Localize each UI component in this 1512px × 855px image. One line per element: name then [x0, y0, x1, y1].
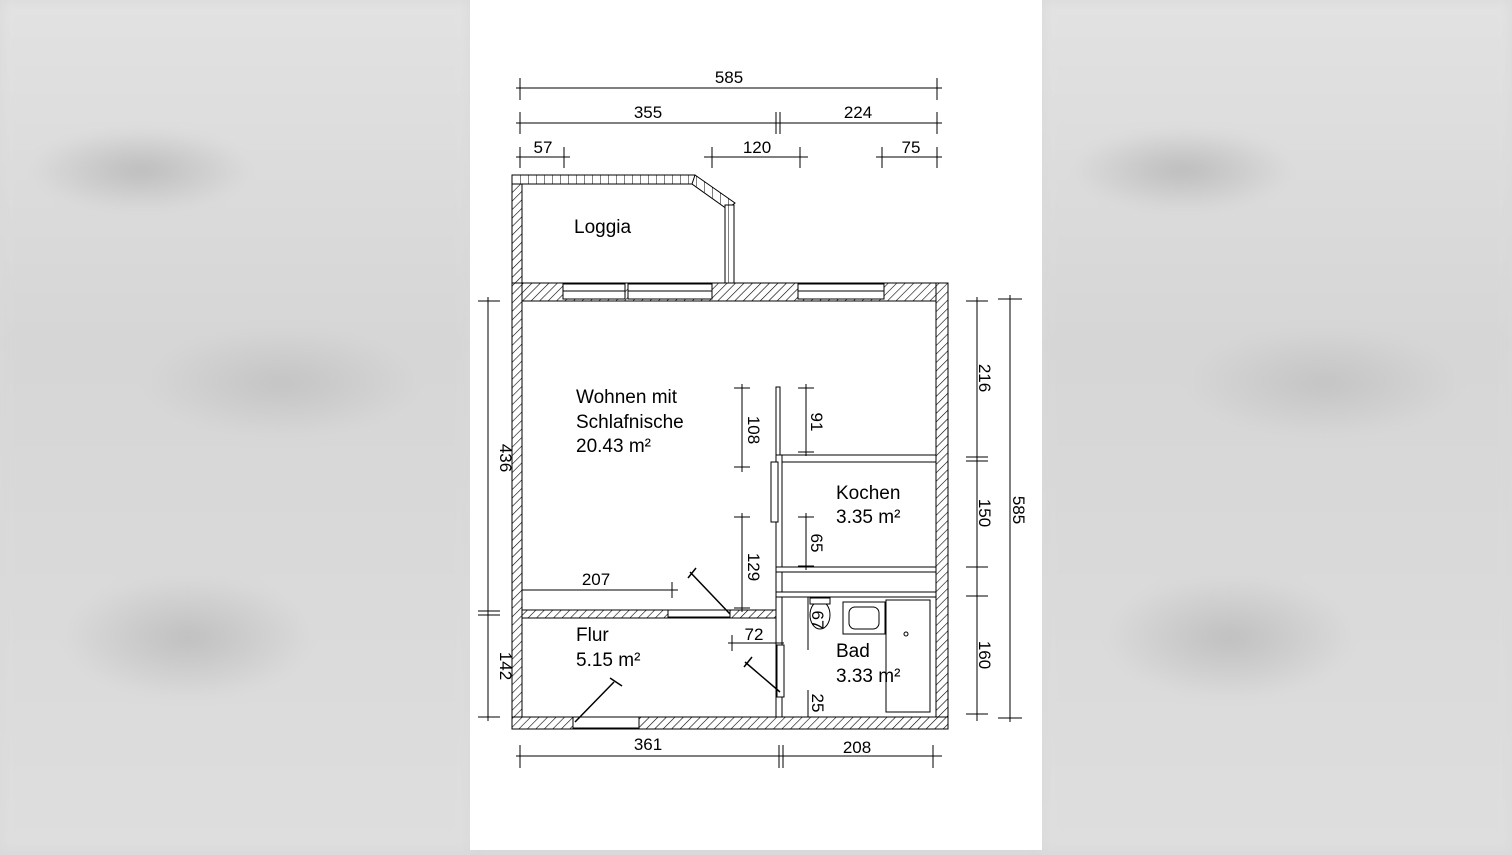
room-flur-area: 5.15 m²	[576, 650, 640, 671]
toilet-tank	[809, 597, 831, 605]
loggia-left-wall	[511, 174, 523, 284]
door-wohnen-leaf	[689, 571, 731, 615]
kochen-bad-left-wall	[775, 454, 783, 718]
dim-inner-91: 91	[807, 413, 826, 432]
dim-bottom-left: 361	[634, 735, 662, 754]
dim-top-small-left: 57	[534, 138, 553, 157]
room-flur-name: Flur	[576, 625, 609, 646]
door-bad	[776, 644, 785, 698]
dim-inner-72: 72	[745, 625, 764, 644]
dim-right-total: 585	[1009, 496, 1028, 524]
dim-inner-207: 207	[582, 570, 610, 589]
dim-top-total: 585	[715, 68, 743, 87]
dimension-lines	[478, 78, 1022, 768]
floor-plan: 585 355 224 57 120 75 436 142 216 150 16…	[478, 68, 1028, 768]
dim-left-upper: 436	[496, 444, 515, 472]
door-kochen	[770, 461, 779, 523]
room-kochen-name: Kochen	[836, 483, 900, 504]
dim-right-bottom: 160	[975, 641, 994, 669]
room-bad-area: 3.33 m²	[836, 666, 900, 687]
kochen-bottom-wall-2	[775, 591, 937, 598]
dim-left-lower: 142	[496, 652, 515, 680]
blurred-background-left	[0, 0, 470, 850]
door-entrance-leaf	[574, 681, 615, 723]
flur-wohnen-wall	[521, 609, 781, 619]
loggia-right-wall	[724, 204, 735, 284]
shower-drain-icon	[903, 631, 909, 637]
loggia-top-wall	[511, 174, 696, 185]
doors	[574, 461, 785, 723]
blurred-background-right	[1042, 0, 1512, 850]
window-flur	[572, 716, 640, 729]
floor-plan-panel: 585 355 224 57 120 75 436 142 216 150 16…	[470, 0, 1042, 850]
walls	[511, 174, 949, 730]
room-wohnen-name-line1: Wohnen mit	[576, 387, 678, 408]
dim-top-small-mid: 120	[743, 138, 771, 157]
shower-tray-icon	[885, 599, 931, 713]
kochen-top-wall	[775, 454, 937, 463]
door-wohnen	[667, 609, 731, 618]
dim-inner-65: 65	[807, 534, 826, 553]
kochen-bottom-wall-1	[775, 566, 937, 573]
dimension-labels: 585 355 224 57 120 75 436 142 216 150 16…	[496, 68, 1028, 757]
dim-top-right: 224	[844, 103, 872, 122]
room-kochen-area: 3.35 m²	[836, 507, 900, 528]
room-wohnen-area: 20.43 m²	[576, 436, 651, 457]
dim-inner-25: 25	[808, 694, 827, 713]
sink-basin	[848, 606, 880, 630]
dim-top-small-right: 75	[902, 138, 921, 157]
room-bad-name: Bad	[836, 641, 870, 662]
room-loggia-name: Loggia	[574, 217, 631, 238]
windows	[562, 283, 885, 729]
dim-right-mid: 150	[975, 499, 994, 527]
dim-inner-108: 108	[744, 416, 763, 444]
room-labels: Loggia Wohnen mit Schlafnische 20.43 m² …	[574, 217, 900, 687]
kochen-partition-upper	[775, 386, 781, 461]
dim-inner-129: 129	[744, 553, 763, 581]
dim-right-top: 216	[975, 364, 994, 392]
door-bad-leaf	[744, 661, 781, 693]
main-right-wall	[935, 282, 949, 730]
loggia-diagonal-wall	[691, 174, 736, 210]
dim-bottom-right: 208	[843, 738, 871, 757]
room-wohnen-name-line2: Schlafnische	[576, 412, 684, 433]
dim-inner-67: 67	[808, 611, 827, 630]
dim-top-left: 355	[634, 103, 662, 122]
bathroom-fixtures	[809, 597, 931, 713]
